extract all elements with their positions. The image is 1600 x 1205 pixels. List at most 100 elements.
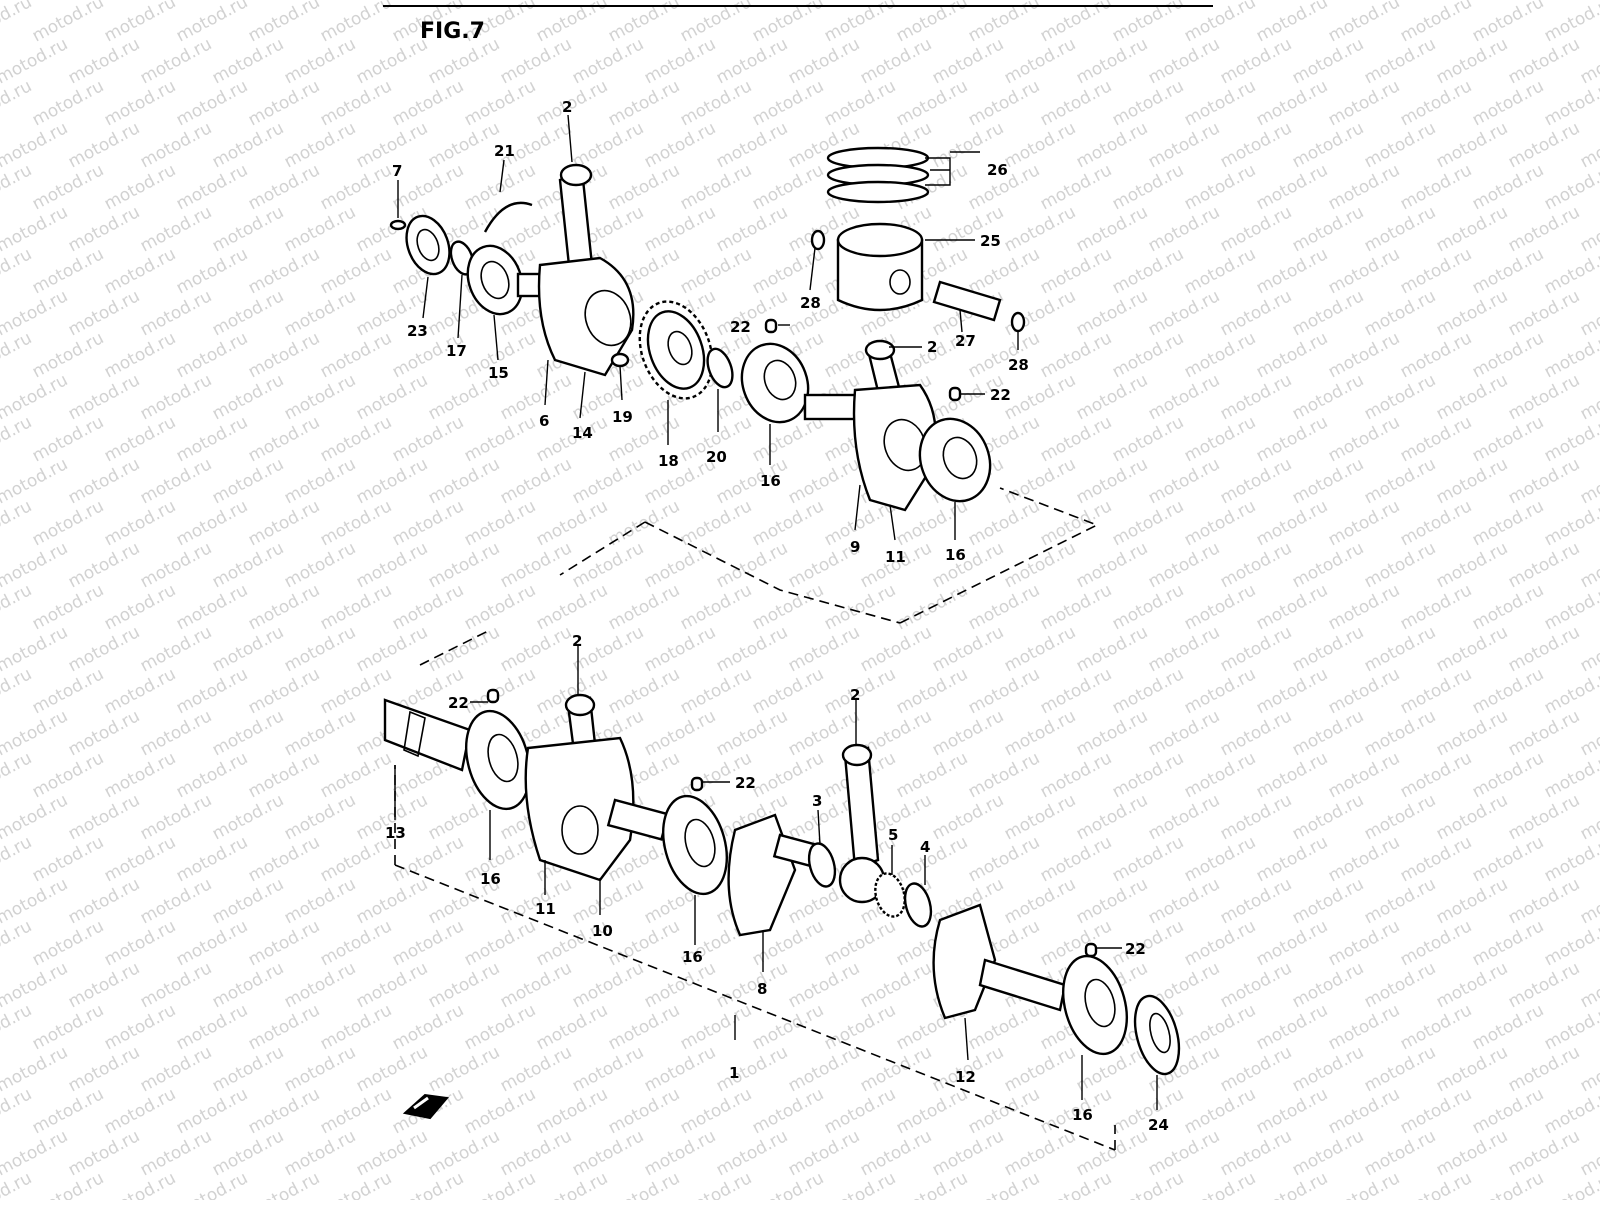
watermark-text: motod.ru [209,874,287,928]
watermark-text: motod.ru [353,874,431,928]
watermark-text: motod.ru [317,664,395,718]
watermark-text: motod.ru [569,1126,647,1180]
watermark-text: motod.ru [1253,1168,1331,1200]
watermark-text: motod.ru [173,76,251,130]
watermark-text: motod.ru [1577,34,1600,88]
watermark-text: motod.ru [1145,454,1223,508]
watermark-text: motod.ru [713,286,791,340]
callout-21: 21 [494,142,515,160]
watermark-text: motod.ru [749,496,827,550]
watermark-text: motod.ru [1361,538,1439,592]
watermark-text: motod.ru [1397,916,1475,970]
watermark-text: motod.ru [1109,664,1187,718]
assembly-bracket-left [559,521,646,576]
watermark-text: motod.ru [857,1042,935,1096]
watermark-text: motod.ru [1145,118,1223,172]
watermark-text: motod.ru [1325,76,1403,130]
watermark-text: motod.ru [1397,496,1475,550]
watermark-text: motod.ru [1577,370,1600,424]
watermark-text: motod.ru [1037,160,1115,214]
watermark-text: motod.ru [821,1000,899,1054]
watermark-text: motod.ru [101,76,179,130]
watermark-text: motod.ru [65,370,143,424]
watermark-text: motod.ru [965,748,1043,802]
callout-18: 18 [658,452,679,470]
watermark-text: motod.ru [605,76,683,130]
bearing-16b [918,417,992,503]
watermark-text: motod.ru [29,832,107,886]
watermark-text: motod.ru [641,34,719,88]
watermark-text: motod.ru [281,538,359,592]
callout-28: 28 [1008,356,1029,374]
watermark-text: motod.ru [1109,244,1187,298]
front-direction-arrow-icon [402,1093,449,1120]
piston-pin-27 [932,280,1002,322]
watermark-text: motod.ru [137,118,215,172]
watermark-text: motod.ru [1001,538,1079,592]
watermark-text: motod.ru [173,160,251,214]
watermark-text: motod.ru [1181,916,1259,970]
watermark-text: motod.ru [29,328,107,382]
watermark-text: motod.ru [1361,1042,1439,1096]
watermark-text: motod.ru [137,202,215,256]
watermark-text: motod.ru [785,454,863,508]
watermark-text: motod.ru [1289,622,1367,676]
watermark-text: motod.ru [101,916,179,970]
watermark-text: motod.ru [1289,286,1367,340]
watermark-text: motod.ru [1073,790,1151,844]
watermark-text: motod.ru [245,160,323,214]
watermark-text: motod.ru [101,748,179,802]
pin-22e [1084,942,1098,958]
watermark-text: motod.ru [137,286,215,340]
watermark-text: motod.ru [497,34,575,88]
watermark-text: motod.ru [389,1000,467,1054]
watermark-text: motod.ru [713,202,791,256]
watermark-text: motod.ru [1361,874,1439,928]
watermark-text: motod.ru [317,496,395,550]
watermark-text: motod.ru [641,118,719,172]
watermark-text: motod.ru [1361,34,1439,88]
watermark-text: motod.ru [1073,706,1151,760]
watermark-text: motod.ru [1397,1084,1475,1138]
watermark-text: motod.ru [65,706,143,760]
watermark-text: motod.ru [1109,412,1187,466]
watermark-text: motod.ru [1001,118,1079,172]
watermark-text: motod.ru [1073,874,1151,928]
watermark-text: motod.ru [965,580,1043,634]
callout-16: 16 [760,472,781,490]
watermark-text: motod.ru [1217,454,1295,508]
watermark-text: motod.ru [1325,832,1403,886]
watermark-text: motod.ru [749,76,827,130]
watermark-text: motod.ru [677,664,755,718]
watermark-text: motod.ru [749,1168,827,1200]
watermark-text: motod.ru [1397,244,1475,298]
watermark-text: motod.ru [641,706,719,760]
watermark-text: motod.ru [1469,244,1547,298]
watermark-text: motod.ru [281,622,359,676]
watermark-text: motod.ru [317,1000,395,1054]
watermark-text: motod.ru [173,244,251,298]
watermark-text: motod.ru [893,664,971,718]
watermark-text: motod.ru [317,160,395,214]
watermark-text: motod.ru [641,202,719,256]
watermark-text: motod.ru [353,454,431,508]
watermark-text: motod.ru [1469,748,1547,802]
watermark-text: motod.ru [317,580,395,634]
watermark-text: motod.ru [1073,370,1151,424]
watermark-text: motod.ru [1289,874,1367,928]
watermark-text: motod.ru [245,328,323,382]
watermark-text: motod.ru [65,286,143,340]
bearing-16a [740,342,810,424]
watermark-text: motod.ru [1289,958,1367,1012]
wire-21 [483,201,533,233]
watermark-text: motod.ru [65,1126,143,1180]
watermark-text: motod.ru [1577,706,1600,760]
watermark-text: motod.ru [857,34,935,88]
watermark-text: motod.ru [641,1126,719,1180]
watermark-text: motod.ru [785,34,863,88]
watermark-text: motod.ru [713,118,791,172]
callout-27: 27 [955,332,976,350]
watermark-text: motod.ru [1289,1126,1367,1180]
watermark-text: motod.ru [605,1084,683,1138]
